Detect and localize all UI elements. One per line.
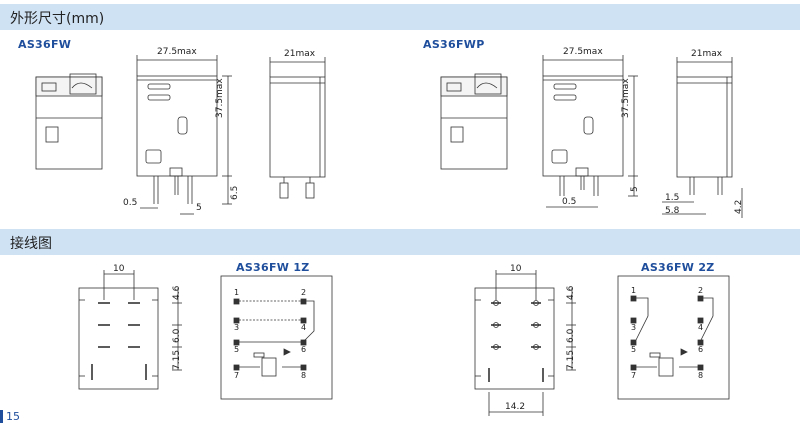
terminal-2z-1: 1 (631, 286, 637, 295)
dim-fwp-a: 1.5 (665, 193, 680, 203)
model-label-as36fwp: AS36FWP (423, 38, 485, 51)
dim-fw-height: 37.5max (215, 78, 225, 118)
fwp-side-view (662, 57, 743, 218)
terminal-2z-4: 4 (698, 323, 704, 332)
wdim-fw-v1: 4.6 (172, 285, 182, 300)
schematic-1z (220, 275, 333, 400)
terminal-1z-5: 5 (234, 345, 240, 354)
fw-front-view (136, 55, 232, 215)
schematic-2z (617, 275, 730, 400)
terminal-1z-3: 3 (234, 323, 240, 332)
terminal-2z-6: 6 (698, 345, 704, 354)
terminal-1z-4: 4 (301, 323, 307, 332)
dim-fwp-height: 37.5max (621, 78, 631, 118)
dim-fwp-c: 4.2 (734, 199, 744, 214)
fwp-top-view (440, 73, 508, 170)
dim-fw-pin-b: 5 (196, 203, 202, 213)
dim-fwp-pin-a: 0.5 (562, 197, 577, 207)
wdim-fw-top: 10 (113, 264, 125, 274)
dim-fwp-b: 5.8 (665, 206, 680, 216)
terminal-2z-2: 2 (698, 286, 704, 295)
fwp-front-view (542, 55, 638, 208)
terminal-2z-5: 5 (631, 345, 637, 354)
wdim-fw-v3: 7.15 (172, 349, 182, 370)
terminal-2z-7: 7 (631, 371, 637, 380)
dim-fw-pin-a: 0.5 (123, 198, 138, 208)
dim-fwp-pin-len: 5 (630, 186, 640, 192)
page-number: 15 (6, 410, 20, 423)
wdim-fwp-bottom: 14.2 (505, 402, 526, 412)
section-band-dimensions: 外形尺寸(mm) (0, 4, 800, 30)
wdim-fwp-v1: 4.6 (566, 285, 576, 300)
model-label-as36fw-2z: AS36FW 2Z (641, 261, 715, 274)
section-band-wiring: 接线图 (0, 229, 800, 255)
fw-footprint (78, 270, 182, 390)
dim-fwp-depth: 21max (691, 49, 723, 59)
wdim-fwp-v2: 6.0 (566, 328, 576, 343)
model-label-as36fw-1z: AS36FW 1Z (236, 261, 310, 274)
wdim-fw-v2: 6.0 (172, 328, 182, 343)
fwp-footprint (474, 270, 576, 416)
wdim-fwp-v3: 7.15 (566, 349, 576, 370)
dim-fw-pin-len: 6.5 (230, 185, 240, 200)
page-marker (0, 410, 3, 423)
dim-fwp-width: 27.5max (563, 47, 603, 57)
model-label-as36fw: AS36FW (18, 38, 72, 51)
terminal-1z-7: 7 (234, 371, 240, 380)
dim-fw-depth: 21max (284, 49, 316, 59)
wdim-fwp-top: 10 (510, 264, 522, 274)
terminal-1z-2: 2 (301, 288, 307, 297)
terminal-1z-1: 1 (234, 288, 240, 297)
terminal-1z-6: 6 (301, 345, 307, 354)
dim-fw-width: 27.5max (157, 47, 197, 57)
terminal-2z-3: 3 (631, 323, 637, 332)
fw-side-view (269, 57, 326, 199)
fw-top-view (35, 73, 103, 170)
terminal-1z-8: 8 (301, 371, 307, 380)
section-title-dimensions: 外形尺寸(mm) (10, 11, 105, 27)
section-title-wiring: 接线图 (10, 236, 52, 252)
terminal-2z-8: 8 (698, 371, 704, 380)
